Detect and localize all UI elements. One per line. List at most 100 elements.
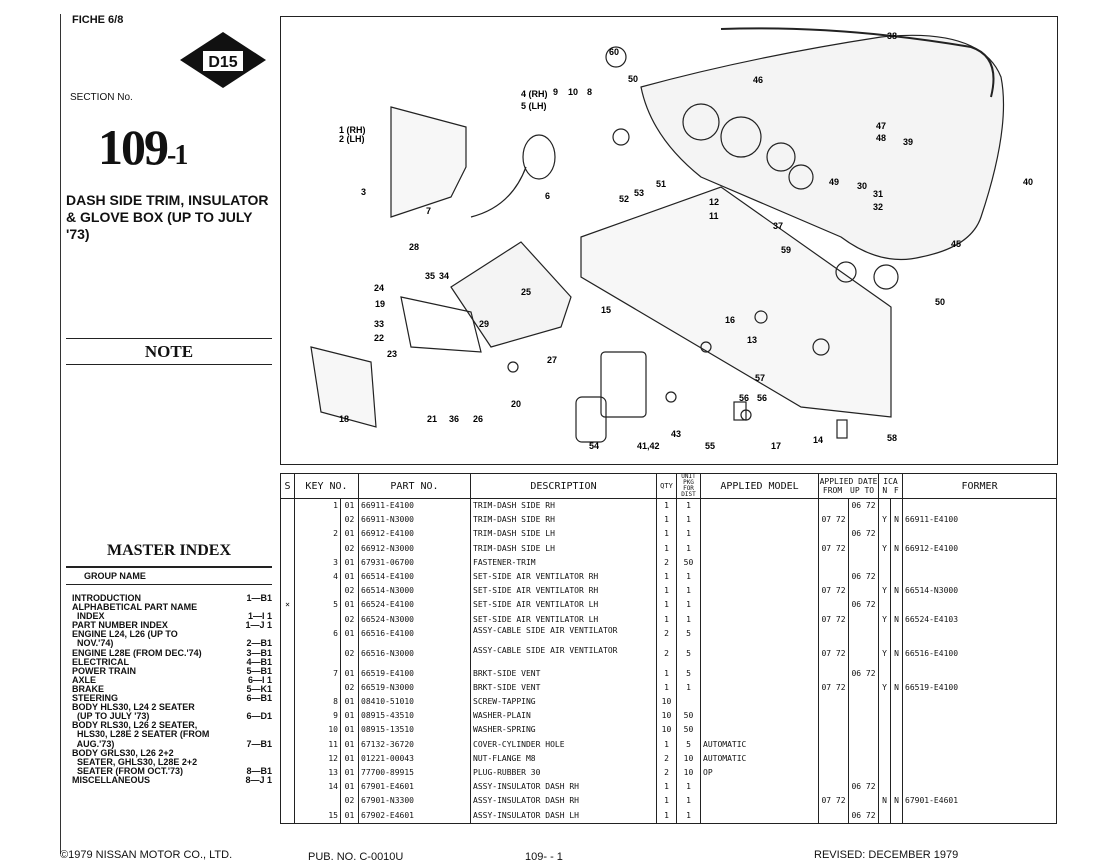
page-number: 109- - 1 bbox=[525, 851, 563, 863]
cell-n: Y bbox=[878, 646, 892, 667]
cell-f bbox=[890, 695, 904, 710]
master-index-item: BODY RLS30, L26 2 SEATER, bbox=[72, 721, 272, 730]
cell-n bbox=[878, 751, 892, 766]
cell-f bbox=[890, 766, 904, 781]
cell-up-to bbox=[847, 541, 880, 556]
cell-unit: 5 bbox=[676, 666, 701, 681]
cell-part-no: 08915-43510 bbox=[358, 709, 471, 724]
cell-up-to bbox=[847, 695, 880, 710]
master-index-item-label: ALPHABETICAL PART NAME bbox=[72, 603, 198, 613]
cell-up-to: 06 72 bbox=[847, 527, 880, 542]
cell-part-no: 66516-E4100 bbox=[358, 626, 471, 647]
diagram-callout: 29 bbox=[479, 319, 489, 329]
cell-unit: 1 bbox=[676, 780, 701, 795]
cell-description: WASHER-PLAIN bbox=[470, 709, 657, 724]
diagram-callout: 32 bbox=[873, 202, 883, 212]
cell-s bbox=[280, 751, 295, 766]
diagram-callout: 50 bbox=[628, 74, 638, 84]
col-former: FORMER bbox=[902, 473, 1058, 499]
cell-unit: 1 bbox=[676, 569, 701, 585]
cell-former bbox=[902, 709, 1058, 724]
cell-s bbox=[280, 766, 295, 781]
cell-from: 07 72 bbox=[818, 541, 849, 556]
cell-n: Y bbox=[878, 584, 892, 599]
cell-unit: 1 bbox=[676, 541, 701, 556]
cell-n bbox=[878, 569, 892, 585]
cell-sub: 01 bbox=[340, 780, 359, 795]
master-index-item-label: POWER TRAIN bbox=[72, 666, 136, 676]
cell-s bbox=[280, 646, 295, 667]
cell-part-no: 67902-E4601 bbox=[358, 808, 471, 824]
diagram-callout: 37 bbox=[773, 221, 783, 231]
cell-former: 66912-E4100 bbox=[902, 541, 1058, 556]
cell-part-no: 66519-N3000 bbox=[358, 680, 471, 696]
diagram-callout: 60 bbox=[609, 47, 619, 57]
cell-key: 13 bbox=[294, 766, 341, 781]
col-part-no: PART NO. bbox=[358, 473, 471, 499]
master-index-item-ref: 1—J 1 bbox=[245, 620, 272, 631]
cell-former: 66524-E4103 bbox=[902, 612, 1058, 627]
diagram-callout: 45 bbox=[951, 239, 961, 249]
cell-s bbox=[280, 709, 295, 724]
cell-sub: 02 bbox=[340, 646, 359, 667]
diagram-callout: 41,42 bbox=[637, 441, 660, 451]
master-index-item-label: MISCELLANEOUS bbox=[72, 775, 151, 785]
cell-s bbox=[280, 569, 295, 585]
fiche-label: FICHE 6/8 bbox=[72, 14, 124, 26]
master-index-item-ref: 2—B1 bbox=[246, 638, 272, 649]
cell-applied-model bbox=[700, 598, 819, 613]
cell-n bbox=[878, 695, 892, 710]
cell-sub: 01 bbox=[340, 626, 359, 647]
master-index-item-ref: 3—B1 bbox=[246, 647, 272, 658]
cell-n bbox=[878, 626, 892, 647]
cell-description: TRIM-DASH SIDE RH bbox=[470, 513, 657, 528]
cell-up-to: 06 72 bbox=[847, 666, 880, 681]
cell-key: 10 bbox=[294, 723, 341, 738]
master-index-item-ref: 4—B1 bbox=[246, 656, 272, 667]
diagram-callout: 49 bbox=[829, 177, 839, 187]
cell-up-to bbox=[847, 680, 880, 696]
cell-applied-model: OP bbox=[700, 766, 819, 781]
cell-key: 15 bbox=[294, 808, 341, 824]
cell-part-no: 66514-E4100 bbox=[358, 569, 471, 585]
cell-n: Y bbox=[878, 513, 892, 528]
cell-unit: 50 bbox=[676, 555, 701, 570]
diagram-callout: 5 (LH) bbox=[521, 101, 547, 111]
diagram-callout: 28 bbox=[409, 242, 419, 252]
cell-applied-model bbox=[700, 612, 819, 627]
cell-sub: 01 bbox=[340, 766, 359, 781]
cell-from bbox=[818, 737, 849, 752]
cell-applied-model bbox=[700, 569, 819, 585]
cell-unit: 50 bbox=[676, 723, 701, 738]
cell-unit: 1 bbox=[676, 513, 701, 528]
cell-former bbox=[902, 626, 1058, 647]
diagram-callout: 43 bbox=[671, 429, 681, 439]
diagram-callout: 9 bbox=[553, 87, 558, 97]
cell-part-no: 67901-E4601 bbox=[358, 780, 471, 795]
cell-key: 7 bbox=[294, 666, 341, 681]
section-badge: D15 bbox=[178, 30, 268, 90]
master-index-item-ref: 6—I 1 bbox=[247, 674, 272, 685]
cell-description: WASHER-SPRING bbox=[470, 723, 657, 738]
cell-key bbox=[294, 680, 341, 696]
cell-part-no: 66514-N3000 bbox=[358, 584, 471, 599]
cell-description: SCREW-TAPPING bbox=[470, 695, 657, 710]
cell-key: 12 bbox=[294, 751, 341, 766]
cell-qty: 1 bbox=[656, 666, 677, 681]
copyright: ©1979 NISSAN MOTOR CO., LTD. bbox=[60, 849, 233, 861]
cell-qty: 1 bbox=[656, 527, 677, 542]
cell-part-no: 08915-13510 bbox=[358, 723, 471, 738]
cell-f bbox=[890, 723, 904, 738]
master-index-item-label: BODY RLS30, L26 2 SEATER, bbox=[72, 721, 198, 731]
cell-up-to bbox=[847, 794, 880, 809]
cell-former: 66911-E4100 bbox=[902, 513, 1058, 528]
cell-f bbox=[890, 498, 904, 514]
